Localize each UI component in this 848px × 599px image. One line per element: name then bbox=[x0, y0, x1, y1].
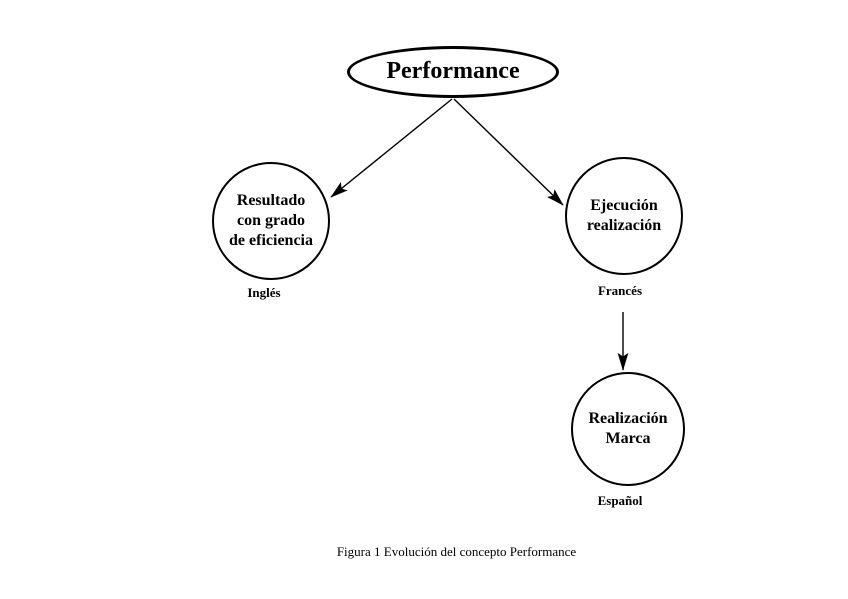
node-french: Ejecución realización bbox=[565, 157, 683, 275]
node-french-line2: realización bbox=[586, 217, 662, 234]
arrow-performance-to-english bbox=[330, 98, 453, 198]
node-spanish-line2: Marca bbox=[605, 430, 651, 447]
node-english-line1: Resultado bbox=[236, 192, 306, 209]
performance-label: Performance bbox=[386, 58, 520, 84]
node-english-line2: con grado bbox=[237, 212, 305, 229]
node-performance: Performance bbox=[347, 46, 559, 98]
node-spanish-line1: Realización bbox=[588, 410, 668, 427]
node-english-line3: de eficiencia bbox=[229, 232, 313, 249]
language-label-english: Inglés bbox=[247, 285, 281, 300]
node-english: Resultado con grado de eficiencia bbox=[212, 162, 330, 280]
figure-caption: Figura 1 Evolución del concepto Performa… bbox=[336, 544, 577, 559]
language-label-french: Francés bbox=[597, 283, 643, 298]
node-french-line1: Ejecución bbox=[590, 197, 658, 214]
language-label-spanish: Español bbox=[597, 493, 643, 508]
arrow-performance-to-french bbox=[453, 98, 564, 206]
node-spanish: Realización Marca bbox=[571, 372, 685, 486]
